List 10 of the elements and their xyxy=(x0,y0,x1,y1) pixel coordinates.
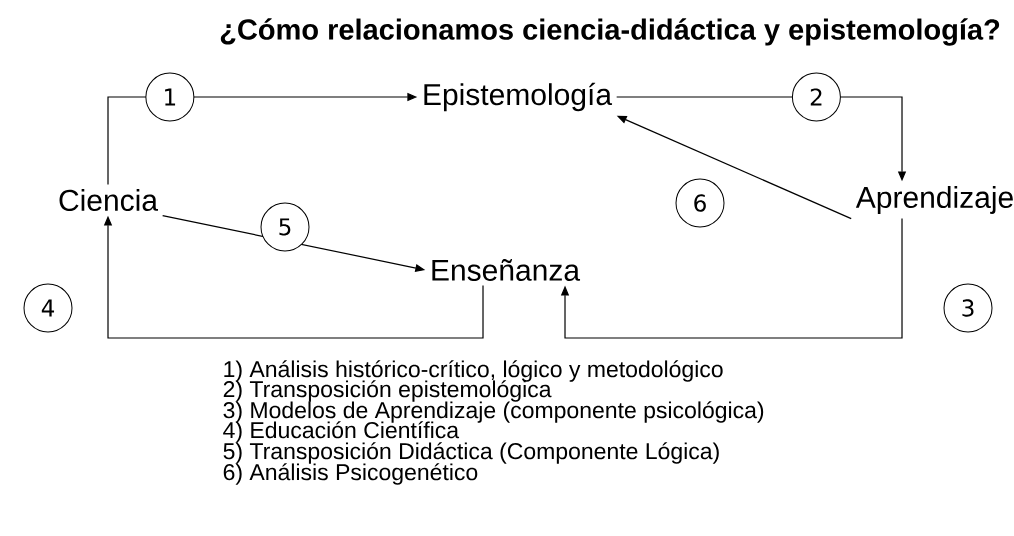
concept-label: Enseñanza xyxy=(432,259,581,281)
list-item: 5) Transposición Didáctica (Componente Lógica) xyxy=(223,442,719,464)
list-item: 4) Educación Científica xyxy=(223,421,460,443)
concept-label: Aprendizaje xyxy=(855,186,1013,214)
title: ¿Cómo relacionamos ciencia-didáctica y epistemología? xyxy=(220,18,1000,46)
list-item: 2) Transposición epistemológica xyxy=(223,380,552,402)
concept-label: Ciencia xyxy=(59,189,158,211)
arrow xyxy=(560,218,903,339)
list-item: 6) Análisis Psicogenético xyxy=(223,463,478,485)
concept-label: Epistemología xyxy=(424,82,613,112)
